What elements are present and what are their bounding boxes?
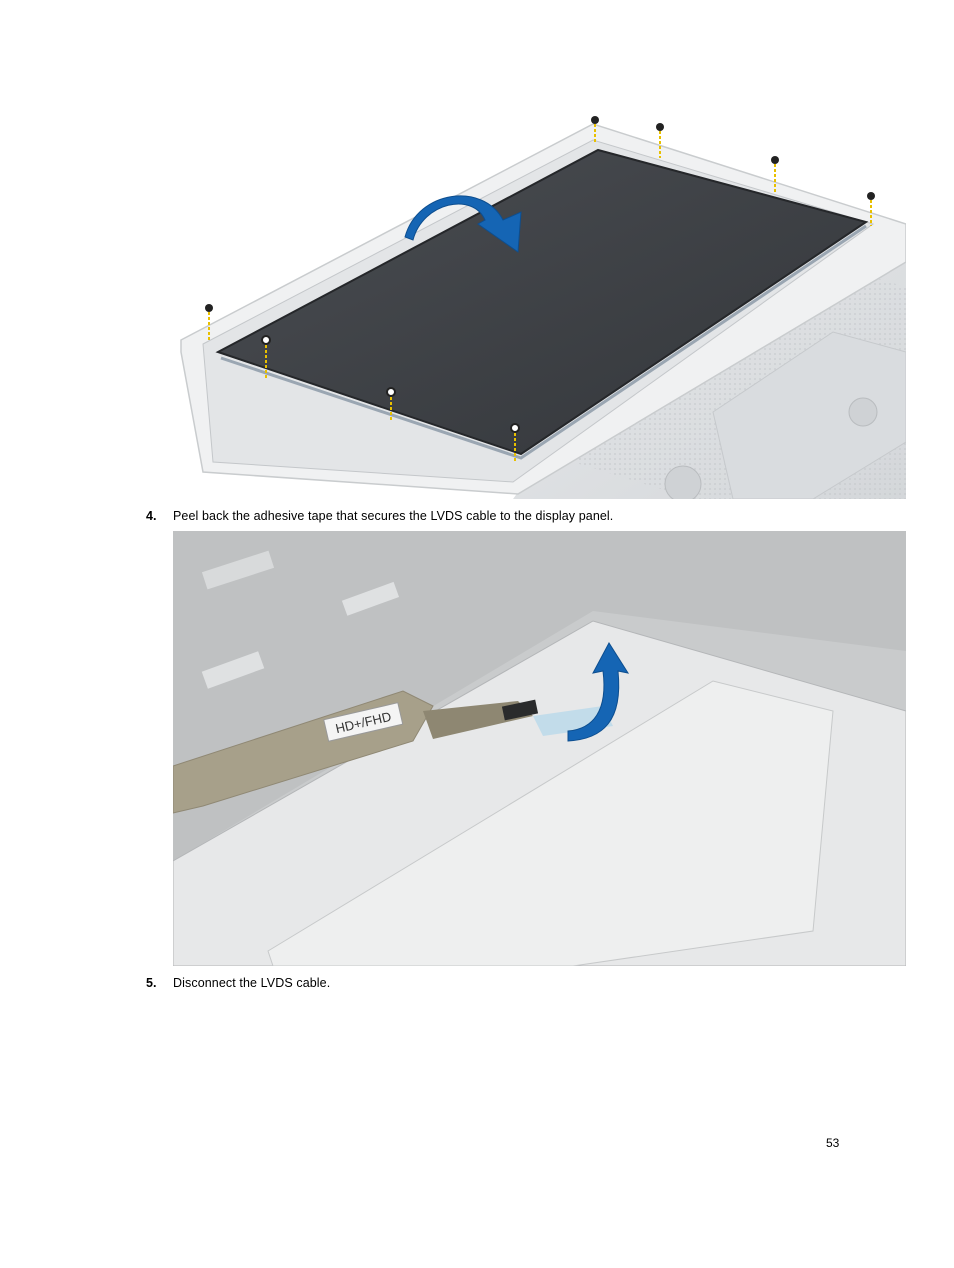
screw-icon <box>386 387 396 422</box>
lvds-cable-illustration: HD+/FHD <box>173 531 906 966</box>
screw-icon <box>656 123 664 158</box>
page-number: 53 <box>826 1136 840 1150</box>
step-4: 4. Peel back the adhesive tape that secu… <box>146 509 613 523</box>
step-number: 4. <box>146 509 157 523</box>
lvds-connector <box>501 699 539 721</box>
figure-lvds-cable-tape: HD+/FHD <box>173 531 906 966</box>
step-text: Disconnect the LVDS cable. <box>173 976 331 990</box>
screw-icon <box>205 304 213 342</box>
screw-icon <box>771 156 779 192</box>
peel-arrow-icon <box>567 642 630 742</box>
step-number: 5. <box>146 976 157 990</box>
screw-icon <box>510 423 520 462</box>
step-5: 5. Disconnect the LVDS cable. <box>146 976 330 990</box>
rotate-arrow-icon <box>404 195 522 253</box>
screw-icon <box>867 192 875 226</box>
lcd-panel <box>215 148 869 456</box>
display-back-cover <box>173 531 906 861</box>
cable-label-tag <box>323 702 404 742</box>
step-text: Peel back the adhesive tape that secures… <box>173 509 614 523</box>
figure-display-panel-removal <box>173 112 906 499</box>
display-panel-illustration <box>180 116 906 499</box>
screw-icon <box>261 335 271 378</box>
screw-icon <box>591 116 599 142</box>
